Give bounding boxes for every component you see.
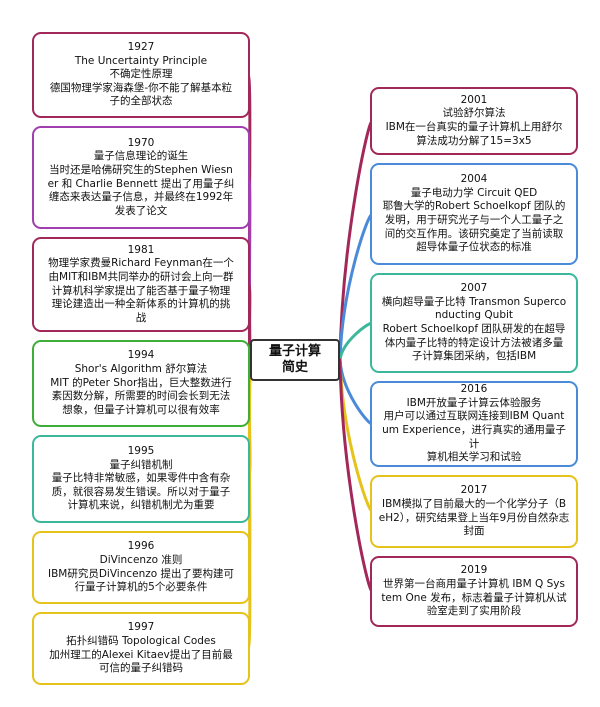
node-year: 1996 [127,540,155,553]
node-text-line: eH2），研究结果登上当年9月份自然杂志 [378,511,570,524]
node-text-line: 想象，但量子计算机可以很有效率 [62,403,220,416]
node-text-line: 缠态来表达量子信息，并最终在1992年 [48,191,234,204]
node-text-line: 试验舒尔算法 [442,107,506,120]
node-text-line: 超导体量子位状态的标准 [416,241,532,254]
central-topic-line-2: 简史 [281,360,308,375]
node-text-line: 可信的量子纠错码 [99,662,183,675]
node-text-line: 封面 [463,525,485,538]
node-text-line: 战 [135,311,147,324]
node-text-line: 拓扑纠错码 Topological Codes [66,634,216,647]
node-text-line: 耶鲁大学的Robert Schoelkopf 团队的 [382,200,566,213]
connector-right-2007 [338,321,374,362]
node-text-line: MIT 的Peter Shor指出，巨大整数进行 [50,376,232,389]
node-year: 1995 [127,444,155,457]
node-text-line: IBM在一台真实的量子计算机上用舒尔 [385,121,563,133]
node-year: 2019 [460,564,488,577]
node-text-line: 横向超导量子比特 Transmon Superco [381,295,567,308]
node-text-line: 加州理工的Alexei Kitaev提出了目前最 [49,648,233,661]
node-year: 1997 [127,621,155,634]
node-year: 2007 [460,282,488,295]
node-text-line: 由MIT和IBM共同举办的研讨会上向一群 [48,270,234,283]
node-text-line: 量子比特非常敏感，如果零件中含有杂 [51,472,231,485]
node-text-line: IBM模拟了目前最大的一个化学分子（B [381,497,567,510]
node-text-line: 行量子计算机的5个必要条件 [74,581,208,594]
node-text-line: 不确定性原理 [109,68,173,81]
node-text-line: 质，就很容易发生错误。所以对于量子 [51,485,231,498]
node-text-line: 当时还是哈佛研究生的Stephen Wiesn [49,163,233,176]
node-text-line: 计算机科学家提出了能否基于量子物理 [51,284,231,297]
node-text-line: 计算机来说，纠错机制尤为重要 [67,499,215,512]
node-year: 1981 [127,243,155,256]
node-text-line: um Experience，进行真实的通用量子计 [382,424,566,450]
node-year: 2001 [460,93,488,106]
central-topic-node[interactable]: 量子计算 简史 [250,339,340,381]
node-text-line: DiVincenzo 准则 [99,553,183,566]
node-text-line: The Uncertainty Principle [74,54,208,67]
central-topic-line-1: 量子计算 [268,343,321,359]
node-text-line: IBM研究员DiVincenzo 提出了要构建可 [47,567,235,580]
connector-right-2004 [338,212,374,362]
connector-right-2001 [338,119,374,362]
node-text-line: 量子信息理论的诞生 [93,150,189,163]
node-text-line: nducting Qubit [434,309,514,322]
node-year: 1994 [127,349,155,362]
node-text-line: 量子纠错机制 [109,458,173,471]
node-text-line: 验室走到了实用阶段 [426,605,522,618]
node-text-line: 间的交互作用。该研究奠定了当前读取 [384,227,564,240]
node-text-line: 发表了论文 [114,204,168,217]
node-text-line: 世界第一台商用量子计算机 IBM Q Sys [383,577,565,590]
node-text-line: tem One 发布，标志着量子计算机从试 [381,591,567,604]
node-year: 2017 [460,484,488,497]
node-year: 1927 [127,40,155,53]
node-year: 1970 [127,136,155,149]
node-text-line: 子计算集团采纳，包括IBM [411,350,537,363]
node-text-line: 素因数分解，所需要的时间会长到无法 [51,390,231,403]
node-text-line: 发明，用于研究光子与一个人工量子之 [384,214,564,226]
node-text-line: er 和 Charlie Bennett 提出了用量子纠 [47,177,235,190]
node-text-line: 算机相关学习和试验 [426,451,522,464]
node-text-line: 德国物理学家海森堡-你不能了解基本粒 [49,81,233,94]
node-year: 2016 [460,383,488,396]
node-text-line: 物理学家费曼Richard Feynman在一个 [48,257,234,270]
node-text-line: Robert Schoelkopf 团队研发的在超导 [382,323,566,335]
node-text-line: 用户可以通过互联网连接到IBM Quant [383,410,565,423]
node-text-line: Shor's Algorithm 舒尔算法 [74,363,208,376]
node-text-line: 算法成功分解了15=3x5 [416,134,532,147]
node-text-line: 量子电动力学 Circuit QED [410,186,538,199]
node-text-line: 体内量子比特的特定设计方法被诸多量 [384,336,564,349]
connector-right-2019 [338,358,374,593]
node-year: 2004 [460,173,488,186]
node-text-line: IBM开放量子计算云体验服务 [406,396,542,409]
node-text-line: 理论建造出一种全新体系的计算机的挑 [51,298,231,311]
node-text-line: 子的全部状态 [109,95,173,108]
